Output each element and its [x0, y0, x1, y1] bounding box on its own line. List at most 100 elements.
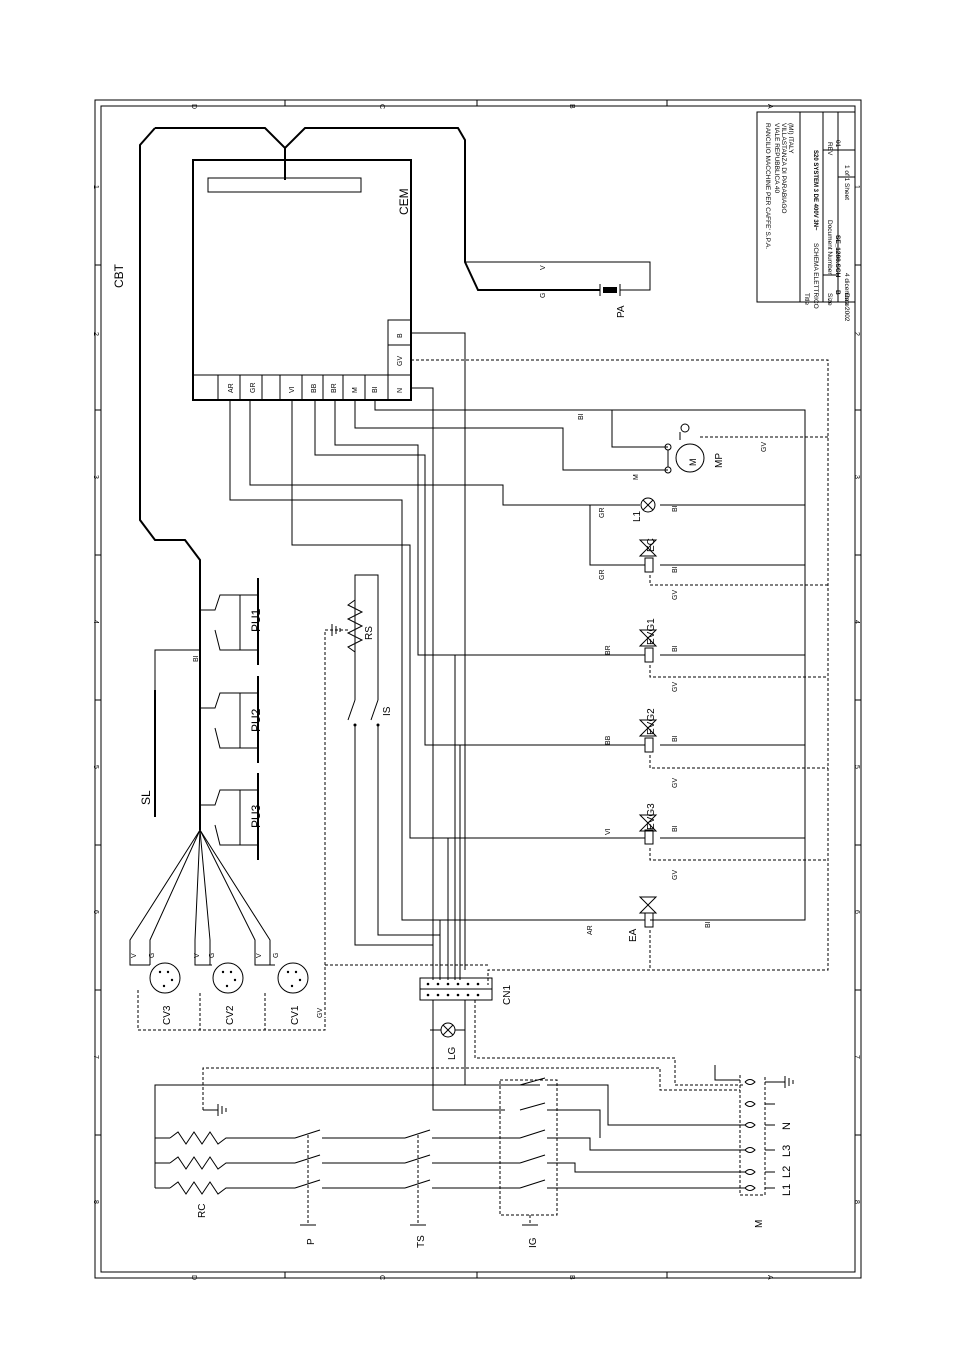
mains-terminal-block: N L3 L2 L1 M — [714, 1065, 794, 1228]
ground-wire-mains — [202, 1067, 740, 1110]
rs-ground-wire — [324, 629, 348, 1018]
valve-evg3: EVG3 — [638, 803, 658, 845]
zone-right-8: 8 — [853, 1200, 860, 1204]
label-lg: LG — [447, 1046, 458, 1060]
zone-bottom-A: A — [766, 1275, 773, 1280]
zone-bottom-B: B — [568, 1275, 575, 1280]
zone-right-6: 6 — [853, 910, 860, 914]
cbt-cable-side — [139, 127, 201, 830]
wire-label-gv-4: GV — [672, 778, 679, 788]
zone-left-4: 4 — [92, 620, 99, 624]
sheet-value: 1 of 1 — [843, 165, 850, 182]
zone-right-5: 5 — [853, 765, 860, 769]
document-number: SE_1288.SCH — [834, 235, 841, 278]
title-label: Title — [803, 293, 810, 305]
company-address-3: (MI) ITALY — [787, 123, 794, 154]
cem-terminal-ar: AR — [228, 383, 235, 393]
motor-symbol-m: M — [688, 459, 698, 467]
pa-button: PA V G — [540, 265, 627, 318]
ground-icon-rc — [203, 1104, 227, 1116]
wire-label-ar: AR — [587, 925, 594, 935]
motor-mp: M MP — [664, 423, 725, 474]
zone-right-3: 3 — [853, 475, 860, 479]
cem-terminal-gv: GV — [397, 356, 404, 366]
label-rc: RC — [197, 1204, 208, 1218]
zone-top-A: A — [766, 104, 773, 109]
zone-letters: D C B A D C B A — [190, 104, 773, 1280]
thermostat-ts: TS — [404, 1129, 520, 1248]
label-evg2: EVG2 — [646, 708, 657, 735]
size-value: B — [834, 290, 841, 295]
cem-terminal-n: N — [397, 388, 404, 393]
machine-model: S20 SYSTEM 3 DE 400V 3N~ — [812, 150, 818, 231]
solenoid-valves: EC EVG1 EVG2 EVG3 EA — [628, 538, 658, 942]
label-ec: EC — [646, 538, 657, 552]
wire-labels: BI M GV GR BI GR BI GV BR BI GV BB BI GV… — [193, 413, 768, 935]
label-cv3: CV3 — [162, 1005, 173, 1025]
date-value: 4 dicembre 2002 — [843, 273, 850, 322]
ground-icon-mains — [784, 1076, 794, 1088]
label-sl: SL — [139, 790, 153, 805]
main-switch-ig: IG — [499, 1077, 745, 1248]
wire-label-bi-3: BI — [672, 566, 679, 573]
label-l3: L3 — [781, 1145, 793, 1157]
pressure-switch-p: P — [294, 1129, 405, 1245]
lamp-lg: LG — [430, 1022, 465, 1060]
zone-bottom-C: C — [378, 1275, 385, 1280]
cem-terminal-vi: VI — [289, 386, 296, 393]
label-cv2: CV2 — [225, 1005, 236, 1025]
cem-control-unit: CEM AR GR VI BB BR M BI N GV B — [192, 159, 412, 401]
ground-icon — [331, 624, 341, 636]
cem-terminal-bi: BI — [372, 386, 379, 393]
label-pu3: PU3 — [249, 804, 263, 828]
wire-label-gv-1: GV — [761, 442, 768, 452]
sheet-label: Sheet — [843, 183, 850, 200]
wire-label-bi-sl: BI — [193, 655, 200, 662]
zone-numbers: 1 2 3 4 5 6 7 8 1 2 3 4 5 6 7 8 — [92, 185, 860, 1204]
document-number-label: Document Number — [826, 220, 833, 275]
label-l1-mains: L1 — [781, 1184, 793, 1196]
zone-top-C: C — [378, 104, 385, 109]
label-n: N — [781, 1122, 793, 1130]
drawing-title: SCHEMA ELETTRICO — [812, 243, 819, 309]
wire-label-bi-2: BI — [672, 505, 679, 512]
cem-terminal-bb: BB — [311, 383, 318, 393]
zone-top-B: B — [568, 104, 575, 109]
label-l1: L1 — [632, 510, 643, 522]
zone-right-4: 4 — [853, 620, 860, 624]
label-mp: MP — [714, 453, 725, 468]
wire-label-vi: VI — [605, 828, 612, 835]
company-name: RANCILIO MACCHINE PER CAFFE' S.P.A. — [764, 123, 771, 249]
wire-label-m: M — [633, 474, 640, 480]
zone-right-1: 1 — [853, 185, 860, 189]
wire-label-g-pa: G — [540, 293, 547, 298]
label-pa: PA — [616, 305, 627, 318]
cem-terminal-m: M — [352, 387, 359, 393]
label-cv1: CV1 — [290, 1005, 301, 1025]
label-pu2: PU2 — [249, 708, 263, 732]
wire-label-v-cv3: V — [131, 953, 138, 958]
rev-value: 01 — [834, 140, 841, 148]
pushbutton-units: PU1 PU2 PU3 — [200, 578, 263, 860]
rs-resistor: RS — [346, 574, 379, 700]
valve-evg2: EVG2 — [638, 708, 658, 753]
wire-label-v-pa: V — [540, 265, 547, 270]
label-mains-m: M — [754, 1220, 765, 1228]
zone-left-2: 2 — [92, 332, 99, 336]
is-switch: IS — [347, 699, 440, 946]
date-label: Date: — [843, 293, 850, 309]
wire-label-gv-2: GV — [672, 590, 679, 600]
label-ig: IG — [528, 1237, 539, 1248]
drawing-frame — [94, 99, 862, 1279]
label-p: P — [306, 1238, 317, 1245]
company-address-2: VILLASTANZA DI PARABIAGO — [780, 123, 787, 213]
wire-label-v-cv2: V — [194, 953, 201, 958]
zone-left-3: 3 — [92, 475, 99, 479]
wire-label-br: BR — [605, 645, 612, 655]
zone-right-2: 2 — [853, 332, 860, 336]
label-ts: TS — [416, 1235, 427, 1248]
wire-label-gv-5: GV — [672, 870, 679, 880]
wire-label-bi-6: BI — [672, 825, 679, 832]
title-block: RANCILIO MACCHINE PER CAFFE' S.P.A. VIAL… — [756, 111, 856, 322]
cem-terminal-br: BR — [331, 383, 338, 393]
